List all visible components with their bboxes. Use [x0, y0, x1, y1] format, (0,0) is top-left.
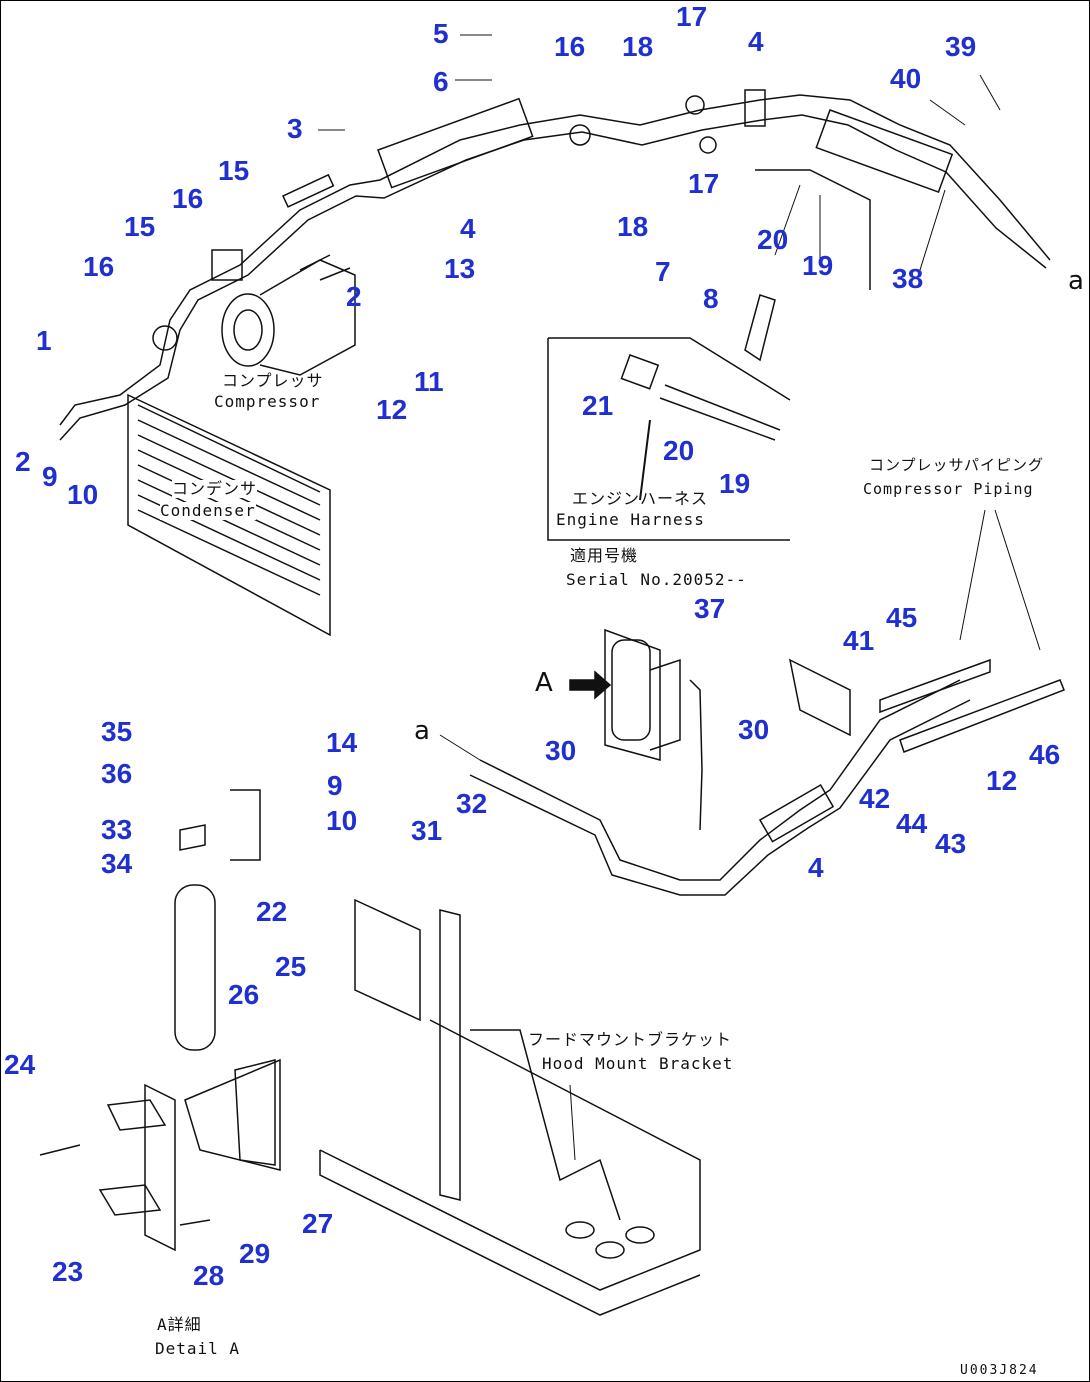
lower-hose — [469, 658, 1065, 896]
callout-19: 19 — [802, 250, 834, 281]
inset-box — [547, 169, 871, 541]
callout-11: 11 — [414, 366, 444, 397]
callout-27: 27 — [302, 1208, 334, 1239]
hood-mount-label-en: Hood Mount Bracket — [542, 1054, 734, 1073]
callout-10: 10 — [67, 479, 99, 510]
upper-hose — [59, 89, 1051, 441]
callout-46: 46 — [1029, 739, 1061, 770]
callout-12: 12 — [986, 765, 1018, 796]
callout-39: 39 — [945, 31, 977, 62]
callout-40: 40 — [890, 63, 922, 94]
callout-17: 17 — [688, 168, 720, 199]
callout-31: 31 — [411, 815, 443, 846]
callout-9: 9 — [42, 461, 58, 492]
receiver-dryer — [569, 628, 703, 831]
engine-harness-label-jp: エンジンハーネス — [572, 489, 709, 508]
callout-23: 23 — [52, 1256, 84, 1287]
callout-33: 33 — [101, 814, 133, 845]
callout-12: 12 — [376, 394, 408, 425]
callout-32: 32 — [456, 788, 488, 819]
detail-label-jp: A詳細 — [157, 1315, 202, 1334]
callout-2: 2 — [15, 446, 31, 477]
callout-43: 43 — [935, 828, 967, 859]
callout-35: 35 — [101, 716, 133, 747]
callout-25: 25 — [275, 951, 307, 982]
callout-24: 24 — [4, 1049, 36, 1080]
callout-41: 41 — [843, 625, 875, 656]
engine-harness-label-en: Engine Harness — [556, 510, 705, 529]
view-a-letter: A — [535, 668, 553, 698]
callout-6: 6 — [433, 66, 449, 97]
compressor-label-jp: コンプレッサ — [222, 371, 324, 390]
condenser-label-jp: コンデンサ — [172, 479, 258, 498]
callout-4: 4 — [748, 26, 764, 57]
callout-2: 2 — [346, 281, 362, 312]
callout-1: 1 — [36, 325, 52, 356]
callout-45: 45 — [886, 602, 918, 633]
detail-label-en: Detail A — [155, 1339, 241, 1358]
callout-29: 29 — [239, 1238, 271, 1269]
callout-16: 16 — [554, 31, 586, 62]
serial-label-jp: 適用号機 — [570, 546, 639, 565]
marker-a-lower: a — [414, 716, 430, 746]
callout-26: 26 — [228, 979, 260, 1010]
compressor-label-en: Compressor — [214, 392, 321, 411]
marker-a-upper: a — [1068, 266, 1084, 296]
callout-44: 44 — [896, 808, 928, 839]
callout-8: 8 — [703, 283, 719, 314]
callout-9: 9 — [327, 770, 343, 801]
drawing-code: U003J824 — [960, 1363, 1039, 1378]
callout-15: 15 — [218, 155, 250, 186]
callout-18: 18 — [617, 211, 649, 242]
callout-13: 13 — [444, 253, 476, 284]
callout-22: 22 — [256, 896, 288, 927]
callout-30: 30 — [545, 735, 577, 766]
callout-16: 16 — [172, 183, 204, 214]
callout-20: 20 — [757, 224, 789, 255]
callout-18: 18 — [622, 31, 654, 62]
callout-4: 4 — [808, 852, 824, 883]
callout-7: 7 — [655, 256, 671, 287]
hood-mount-label-jp: フードマウントブラケット — [528, 1030, 733, 1049]
callout-15: 15 — [124, 211, 156, 242]
callout-3: 3 — [287, 113, 303, 144]
callout-34: 34 — [101, 848, 133, 879]
compressor — [221, 254, 356, 376]
callout-21: 21 — [582, 390, 614, 421]
callout-30: 30 — [738, 714, 770, 745]
condenser-label-en: Condenser — [160, 501, 256, 520]
callout-28: 28 — [193, 1260, 225, 1291]
callout-42: 42 — [859, 783, 891, 814]
callout-36: 36 — [101, 758, 133, 789]
callout-4: 4 — [460, 213, 476, 244]
serial-label-en: Serial No.20052-- — [566, 570, 747, 589]
hood-frame — [319, 898, 701, 1316]
leader-lines — [318, 34, 1041, 1161]
callout-14: 14 — [326, 727, 358, 758]
callout-19: 19 — [719, 468, 751, 499]
callout-20: 20 — [663, 435, 695, 466]
callout-5: 5 — [433, 18, 449, 49]
callout-17: 17 — [676, 1, 708, 32]
compressor-piping-label-jp: コンプレッサパイピング — [869, 456, 1044, 474]
callout-38: 38 — [892, 263, 924, 294]
callout-16: 16 — [83, 251, 115, 282]
compressor-piping-label-en: Compressor Piping — [863, 480, 1034, 498]
bracket-parts — [39, 789, 281, 1252]
callout-10: 10 — [326, 805, 358, 836]
callout-37: 37 — [694, 593, 726, 624]
